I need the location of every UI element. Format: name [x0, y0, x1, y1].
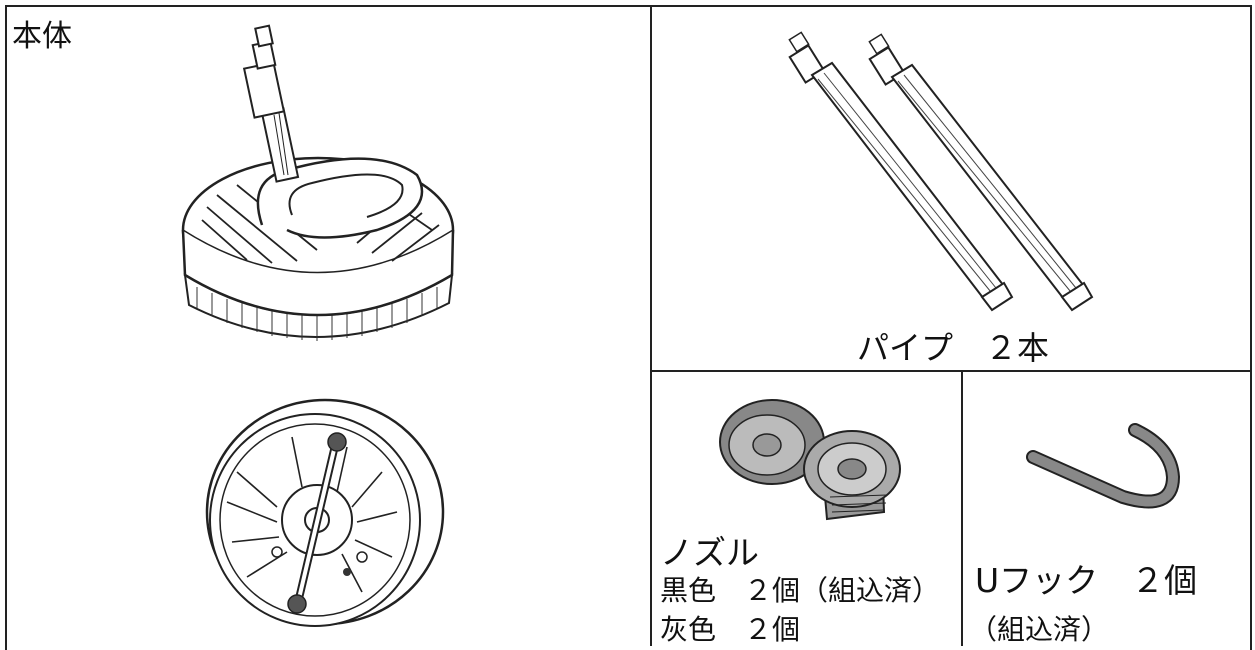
divider-main: [650, 5, 652, 646]
body-unit-cell: 本体: [7, 7, 650, 646]
nozzle-cell: ノズル 黒色 ２個（組込済） 灰色 ２個: [652, 372, 961, 646]
surface-cleaner-bottom-illustration: [205, 398, 445, 627]
nozzle-black-count: 黒色 ２個（組込済）: [660, 574, 941, 607]
u-hook-label: Uフック ２個: [975, 561, 1198, 600]
body-unit-title: 本体: [12, 19, 72, 54]
surface-cleaner-top-illustration: [181, 24, 455, 341]
nozzle-illustration: [719, 399, 901, 521]
pipe-2: [868, 33, 1094, 312]
u-hook-cell: Uフック ２個 （組込済）: [963, 372, 1252, 646]
pipe-illustration: [788, 31, 1094, 312]
nozzle-gray-count: 灰色 ２個: [660, 613, 801, 646]
divider-right-row: [650, 370, 1252, 372]
u-hook-note: （組込済）: [969, 613, 1110, 646]
divider-nozzle-hook: [961, 370, 963, 646]
u-hook-illustration: [1026, 423, 1181, 509]
pipe-cell: パイプ ２本: [652, 7, 1252, 370]
pipe-1: [788, 31, 1014, 312]
parts-table: [5, 5, 1252, 650]
pipe-label: パイプ ２本: [857, 329, 1050, 367]
nozzle-title: ノズル: [660, 533, 759, 572]
